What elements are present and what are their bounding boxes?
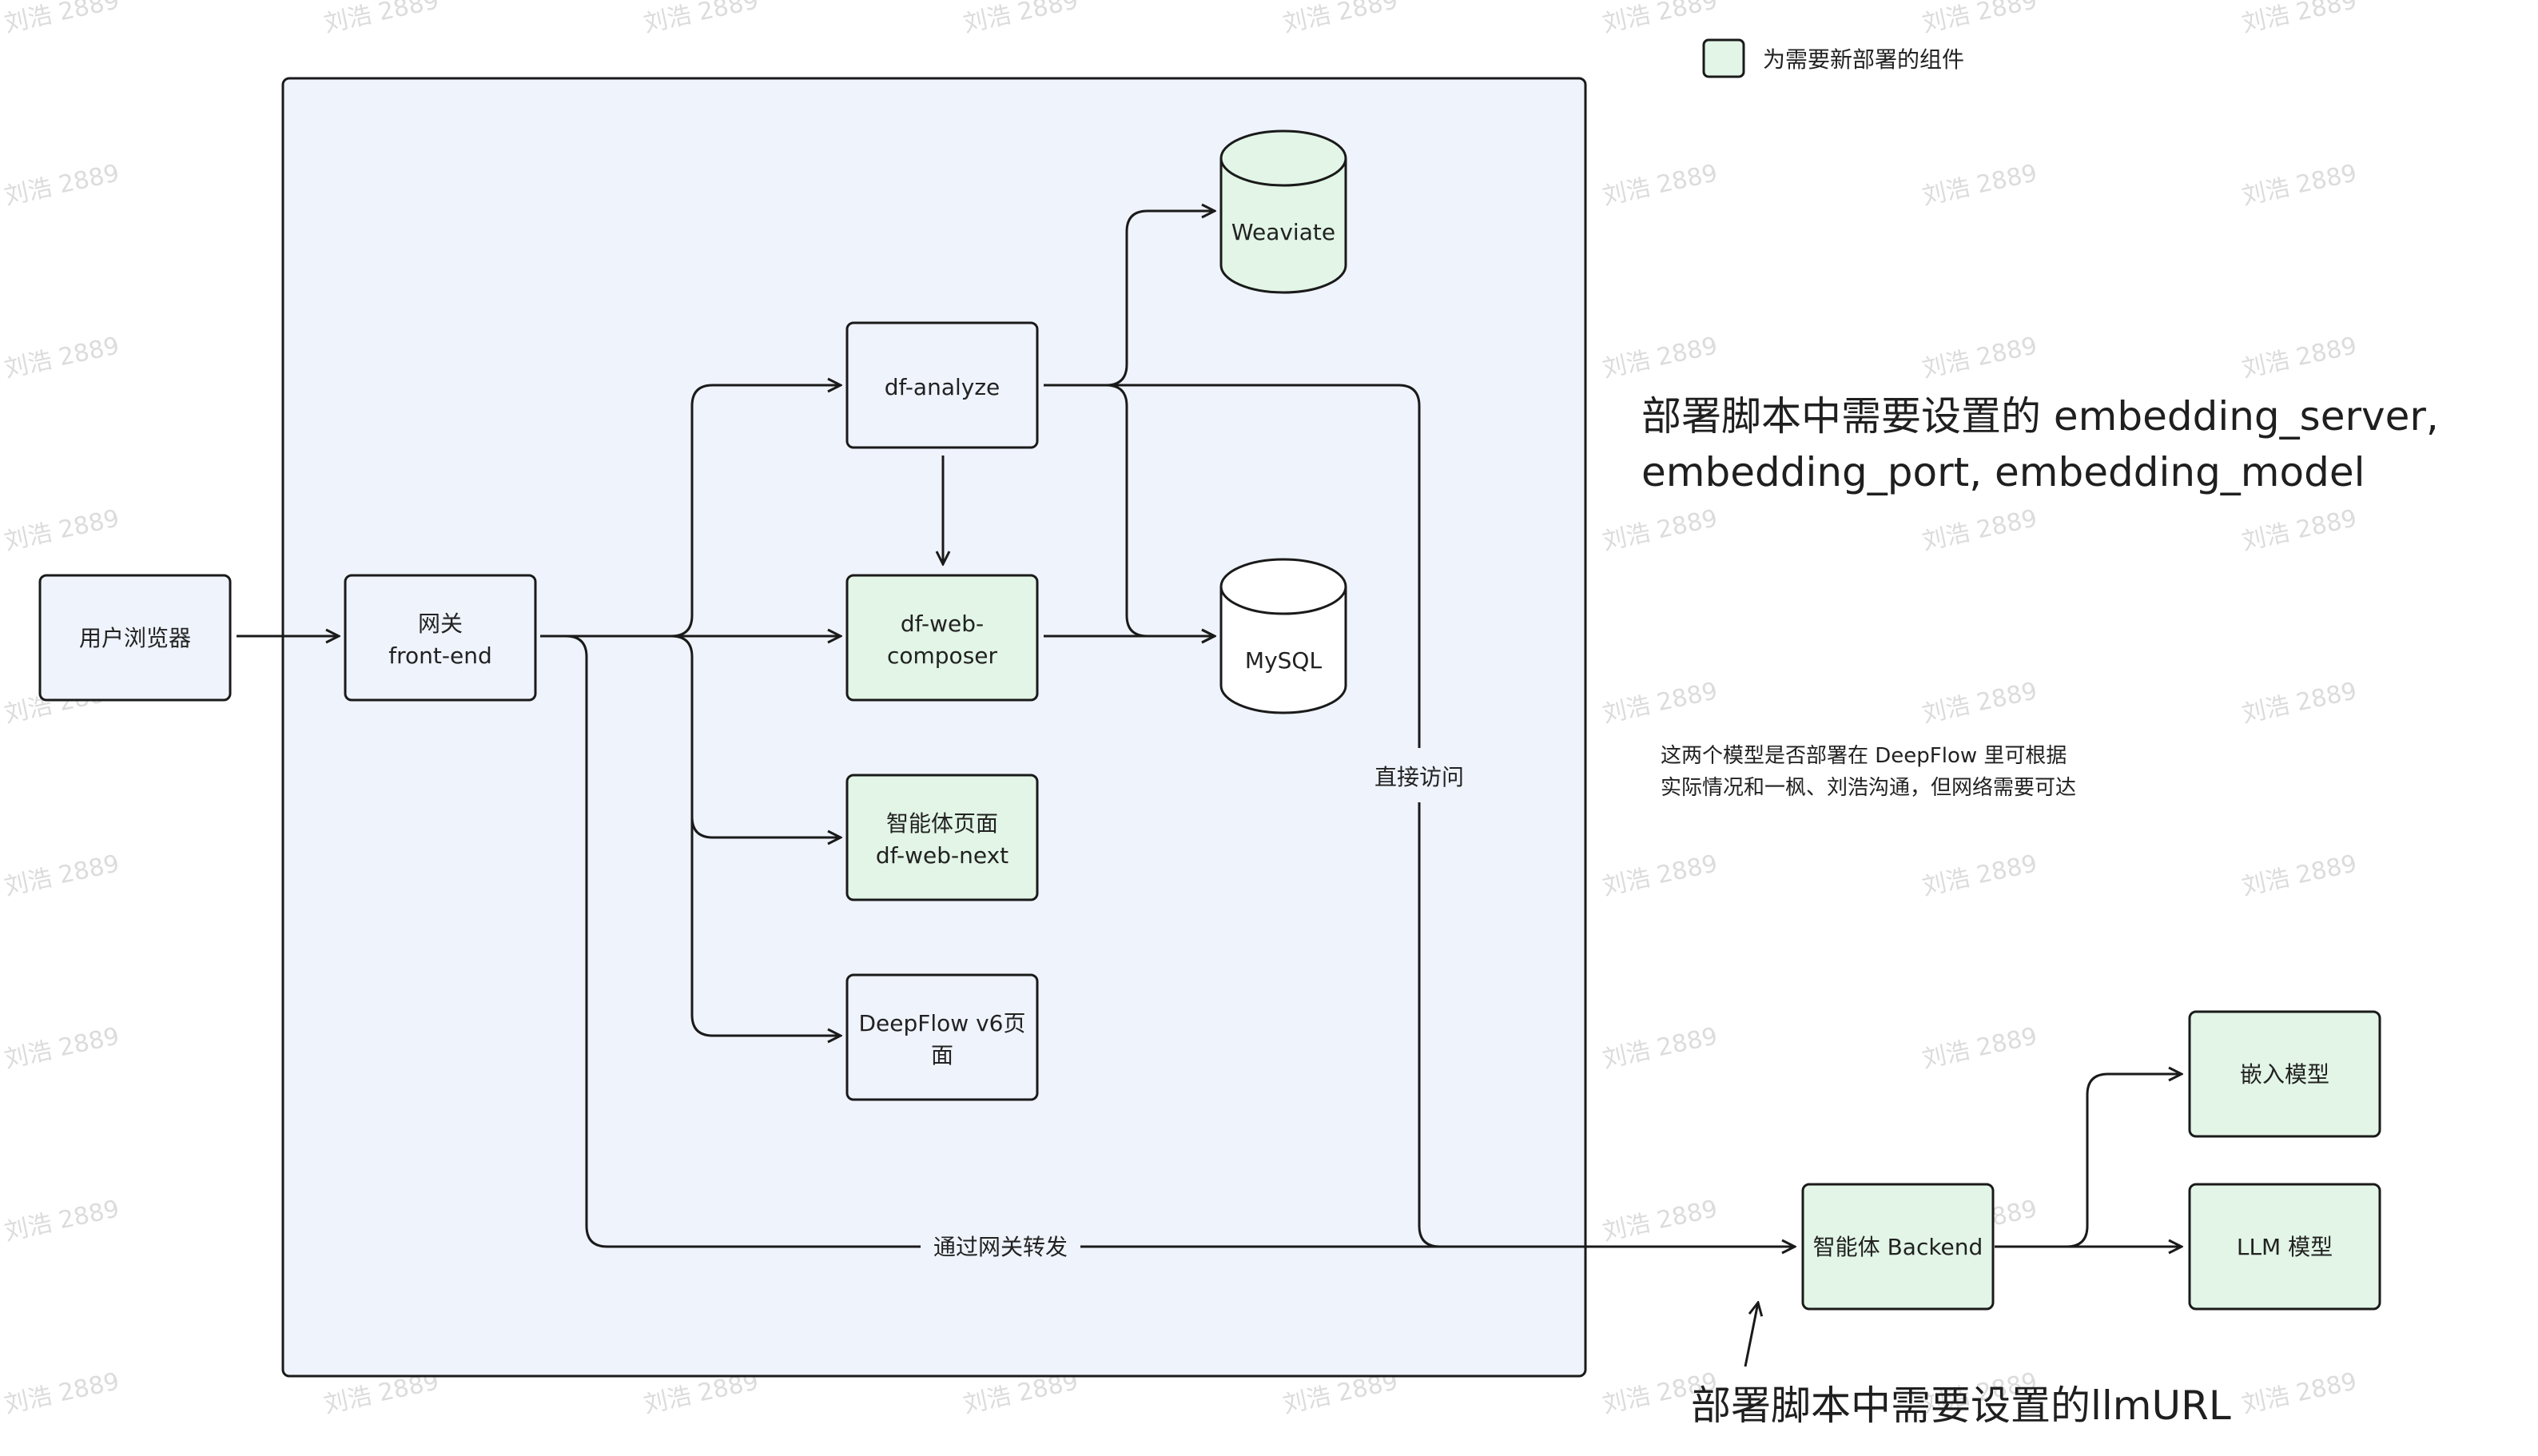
watermark-text: 刘浩 2889: [1600, 159, 1720, 211]
node-df-web-composer[interactable]: df-web- composer: [845, 574, 1039, 702]
node-weaviate-label: Weaviate: [1231, 219, 1335, 245]
node-df-web-composer-label-1: df-web-: [901, 611, 984, 637]
note-embedding-line-2: embedding_port, embedding_model: [1641, 449, 2365, 495]
node-gateway-label-2: front-end: [388, 642, 491, 669]
node-llm-model[interactable]: LLM 模型: [2188, 1183, 2381, 1311]
note-embedding-line-1: 部署脚本中需要设置的 embedding_server,: [1641, 393, 2439, 440]
watermark-text: 刘浩 2889: [1600, 1022, 1720, 1074]
note-llm: 部署脚本中需要设置的llmURL: [1691, 1382, 2231, 1429]
note-llm-line-1: 部署脚本中需要设置的llmURL: [1691, 1382, 2231, 1429]
watermark-text: 刘浩 2889: [2, 1195, 121, 1247]
watermark-text: 刘浩 2889: [2239, 0, 2359, 38]
node-gateway[interactable]: 网关 front-end: [344, 574, 537, 702]
watermark-text: 刘浩 2889: [1600, 677, 1720, 729]
node-weaviate[interactable]: Weaviate: [1219, 129, 1347, 294]
watermark-text: 刘浩 2889: [2, 1022, 121, 1074]
node-browser[interactable]: 用户浏览器: [38, 574, 232, 702]
node-agent-backend-label: 智能体 Backend: [1813, 1234, 1983, 1260]
legend-swatch: [1702, 38, 1745, 78]
watermark-text: 刘浩 2889: [2, 1367, 121, 1419]
watermark-text: 刘浩 2889: [1280, 0, 1400, 38]
node-embed-model-label: 嵌入模型: [2240, 1061, 2329, 1088]
node-agent-page-label-2: df-web-next: [876, 842, 1008, 869]
watermark-text: 刘浩 2889: [1919, 677, 2039, 729]
watermark-text: 刘浩 2889: [1919, 1022, 2039, 1074]
node-deepflow-page-label-2: 面: [931, 1042, 953, 1068]
watermark-text: 刘浩 2889: [641, 0, 761, 38]
edges: [237, 211, 2182, 1367]
node-agent-page-label-1: 智能体页面: [886, 810, 998, 837]
node-browser-label: 用户浏览器: [79, 625, 191, 651]
legend: 为需要新部署的组件: [1702, 38, 1964, 78]
watermark-text: 刘浩 2889: [2239, 159, 2359, 211]
watermark-text: 刘浩 2889: [1919, 159, 2039, 211]
note-models-line-1: 这两个模型是否部署在 DeepFlow 里可根据: [1661, 744, 2067, 768]
watermark-text: 刘浩 2889: [2, 504, 121, 556]
watermark-text: 刘浩 2889: [961, 0, 1080, 38]
watermark-text: 刘浩 2889: [2239, 849, 2359, 901]
watermark-text: 刘浩 2889: [1919, 849, 2039, 901]
legend-label: 为需要新部署的组件: [1763, 46, 1964, 73]
watermark-text: 刘浩 2889: [2239, 504, 2359, 556]
node-agent-page[interactable]: 智能体页面 df-web-next: [845, 774, 1039, 901]
node-df-analyze[interactable]: df-analyze: [845, 321, 1039, 449]
note-models: 这两个模型是否部署在 DeepFlow 里可根据 实际情况和一枫、刘浩沟通，但网…: [1661, 744, 2076, 800]
node-df-analyze-label: df-analyze: [885, 374, 1000, 400]
watermark-text: 刘浩 2889: [1919, 332, 2039, 384]
edge-label-via-gateway: 通过网关转发: [933, 1234, 1068, 1260]
edge-analyze-backend-direct-cont: [1418, 802, 1441, 1248]
edge-gateway-backend: [540, 635, 921, 1248]
watermark-text: 刘浩 2889: [1600, 0, 1720, 38]
watermark-text: 刘浩 2889: [1600, 1195, 1720, 1247]
note-models-line-2: 实际情况和一枫、刘浩沟通，但网络需要可达: [1661, 776, 2076, 800]
watermark-text: 刘浩 2889: [1919, 0, 2039, 38]
watermark-text: 刘浩 2889: [1600, 332, 1720, 384]
node-llm-model-label: LLM 模型: [2237, 1234, 2333, 1260]
edge-gateway-deepflow-page: [690, 817, 841, 1036]
node-gateway-label-1: 网关: [418, 611, 463, 637]
edge-label-direct-access: 直接访问: [1374, 764, 1464, 790]
note-embedding: 部署脚本中需要设置的 embedding_server, embedding_p…: [1641, 393, 2439, 495]
watermark-text: 刘浩 2889: [2239, 332, 2359, 384]
watermark-text: 刘浩 2889: [2, 0, 121, 38]
watermark-text: 刘浩 2889: [2239, 1367, 2359, 1419]
edge-gateway-analyze: [670, 385, 841, 638]
watermark-text: 刘浩 2889: [2239, 677, 2359, 729]
watermark-text: 刘浩 2889: [1919, 504, 2039, 556]
node-deepflow-page[interactable]: DeepFlow v6页 面: [845, 973, 1039, 1101]
node-agent-backend[interactable]: 智能体 Backend: [1801, 1183, 1995, 1311]
watermark-text: 刘浩 2889: [1600, 504, 1720, 556]
edge-llm-note-pointer: [1744, 1303, 1758, 1367]
watermark-text: 刘浩 2889: [2, 159, 121, 211]
node-embed-model[interactable]: 嵌入模型: [2188, 1010, 2381, 1138]
deepflow-container: [281, 77, 1587, 1378]
watermark-text: 刘浩 2889: [1600, 849, 1720, 901]
edge-analyze-backend-direct: [1106, 384, 1421, 748]
node-df-web-composer-label-2: composer: [887, 642, 998, 669]
watermark-text: 刘浩 2889: [2, 332, 121, 384]
watermark-text: 刘浩 2889: [321, 0, 441, 38]
watermark-text: 刘浩 2889: [2, 849, 121, 901]
node-mysql[interactable]: MySQL: [1219, 558, 1347, 714]
node-mysql-label: MySQL: [1245, 647, 1323, 674]
node-deepflow-page-label-1: DeepFlow v6页: [859, 1010, 1026, 1036]
